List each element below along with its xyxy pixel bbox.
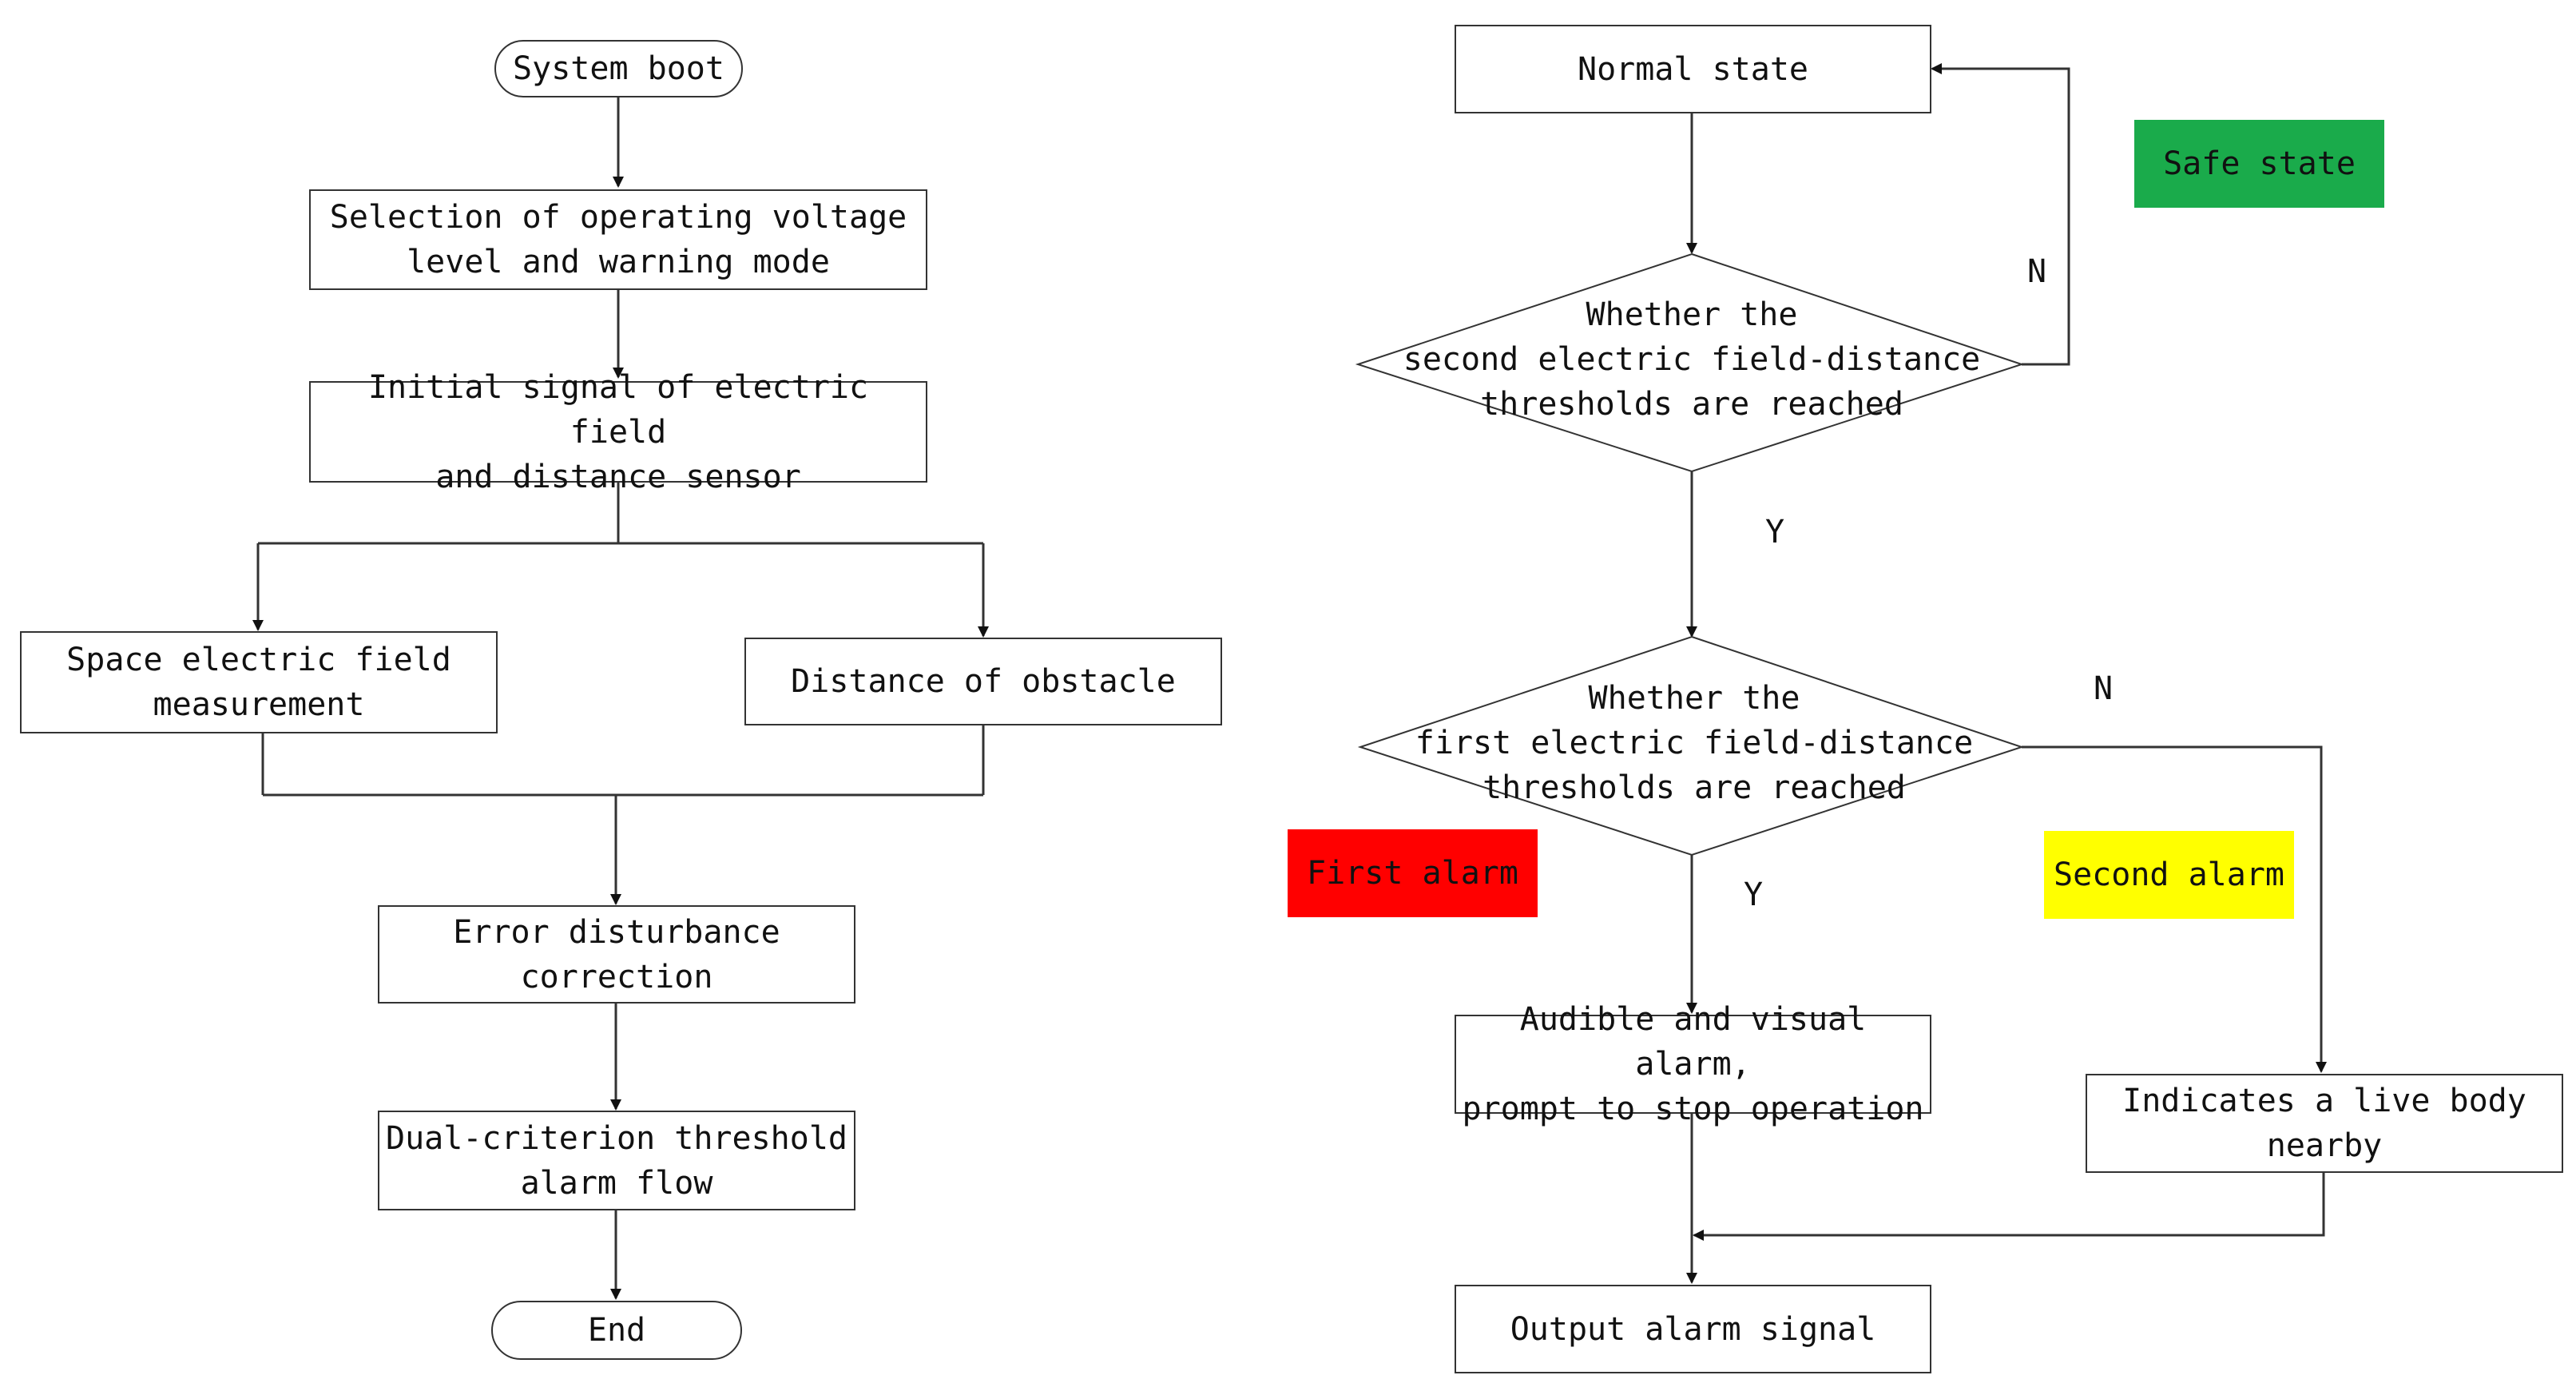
decision-second-diamond <box>1355 252 2025 473</box>
arrow-live-body-to-output <box>1693 1173 2325 1241</box>
first-alarm-tag: First alarm <box>1288 829 1538 917</box>
label-n-first: N <box>2093 670 2114 707</box>
decision-first-diamond <box>1357 635 2025 856</box>
label-y-first: Y <box>1743 876 1764 913</box>
normal-state-box: Normal state <box>1455 25 1931 113</box>
audible-alarm-box: Audible and visual alarm, prompt to stop… <box>1455 1001 1931 1127</box>
label-n-second: N <box>2026 253 2047 290</box>
output-signal-box: Output alarm signal <box>1455 1285 1931 1373</box>
decision-second-label: Whether the second electric field-distan… <box>1403 296 1981 423</box>
live-body-box: Indicates a live body nearby <box>2086 1074 2563 1173</box>
space-field-box: Space electric field measurement <box>20 631 498 733</box>
decision-first-label: Whether the first electric field-distanc… <box>1415 680 1974 806</box>
end-terminal: End <box>491 1301 742 1360</box>
dual-criterion-box: Dual-criterion threshold alarm flow <box>378 1111 855 1210</box>
distance-box: Distance of obstacle <box>744 638 1222 725</box>
second-alarm-tag: Second alarm <box>2044 831 2294 919</box>
error-correction-box: Error disturbance correction <box>378 905 855 1004</box>
initial-signal-box: Initial signal of electric field and dis… <box>309 369 927 495</box>
label-y-second: Y <box>1764 514 1785 550</box>
safe-state-tag: Safe state <box>2134 120 2384 208</box>
arrow-n-to-live-body <box>2022 745 2327 1073</box>
start-terminal: System boot <box>494 40 743 97</box>
selection-mode-box: Selection of operating voltage level and… <box>309 189 927 290</box>
arrow-n-loop-back <box>1931 63 2070 366</box>
